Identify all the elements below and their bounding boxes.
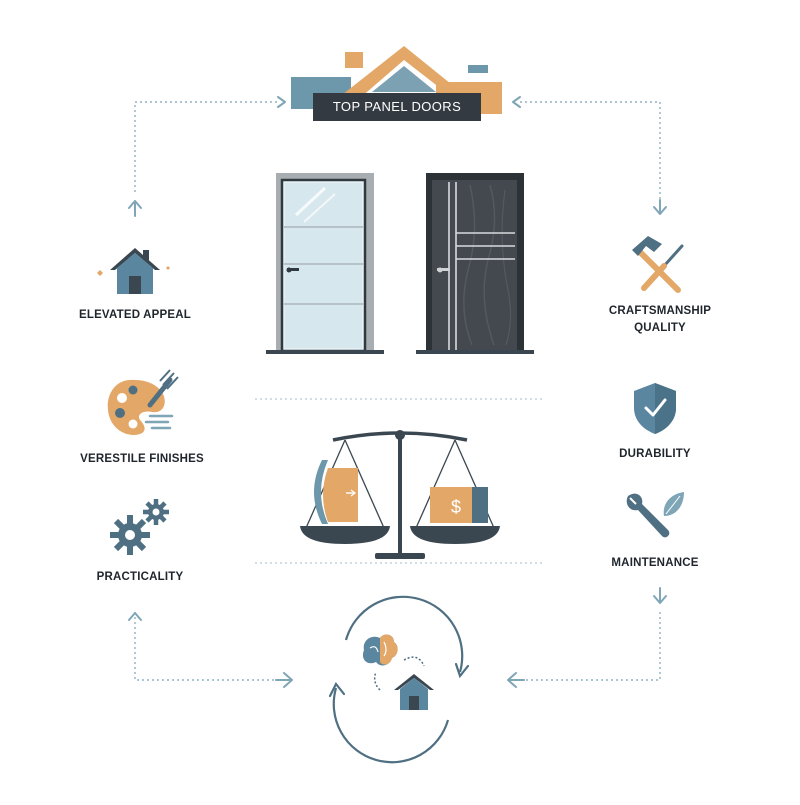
shield-check-icon	[634, 383, 676, 434]
connector-top-right	[520, 101, 661, 205]
arrow-down-right-lower	[653, 587, 667, 604]
label-versatile-finishes: VERESTILE FINISHES	[62, 451, 222, 468]
arrow-left-top-right	[512, 96, 521, 108]
svg-text:$: $	[451, 497, 461, 517]
title-banner: TOP PANEL DOORS	[313, 93, 481, 121]
label-durability-text: DURABILITY	[619, 448, 691, 460]
paint-palette-icon	[107, 369, 179, 435]
label-elevated-appeal: ELEVATED APPEAL	[70, 307, 200, 324]
arrow-left-bottom-right	[507, 672, 525, 688]
arrow-up-left-lower	[128, 612, 142, 621]
balance-scale-icon: $	[300, 430, 500, 559]
arrow-up-left	[128, 200, 142, 217]
label-craftsmanship-line1: CRAFTSMANSHIP	[608, 305, 712, 317]
dark-panel-door-icon	[416, 173, 534, 354]
connector-arrows	[128, 96, 667, 688]
arrow-down-right	[653, 199, 667, 215]
label-craftsmanship-line2: QUALITY	[634, 322, 686, 334]
label-maintenance: MAINTENANCE	[595, 555, 715, 572]
label-practicality-text: PRACTICALITY	[96, 571, 184, 583]
label-practicality: PRACTICALITY	[80, 569, 200, 586]
gears-icon	[110, 499, 169, 555]
hammer-screwdriver-icon	[632, 236, 684, 293]
arrow-right-top-left	[277, 96, 286, 108]
label-maintenance-text: MAINTENANCE	[611, 557, 699, 569]
connector-lines	[134, 101, 661, 681]
label-elevated-appeal-text: ELEVATED APPEAL	[78, 309, 192, 321]
house-icon	[97, 248, 170, 294]
label-durability: DURABILITY	[600, 446, 710, 463]
connector-bottom-right	[512, 612, 661, 681]
wrench-leaf-icon	[626, 492, 684, 538]
separators	[255, 398, 545, 564]
connector-top-left	[134, 101, 278, 192]
glass-door-icon	[266, 173, 384, 354]
label-versatile-finishes-text: VERESTILE FINISHES	[80, 453, 204, 465]
brain-home-cycle-icon	[328, 595, 470, 764]
label-craftsmanship-quality: CRAFTSMANSHIP QUALITY	[595, 303, 725, 337]
arrow-right-bottom-left	[275, 672, 293, 688]
connector-bottom-left	[134, 612, 288, 681]
